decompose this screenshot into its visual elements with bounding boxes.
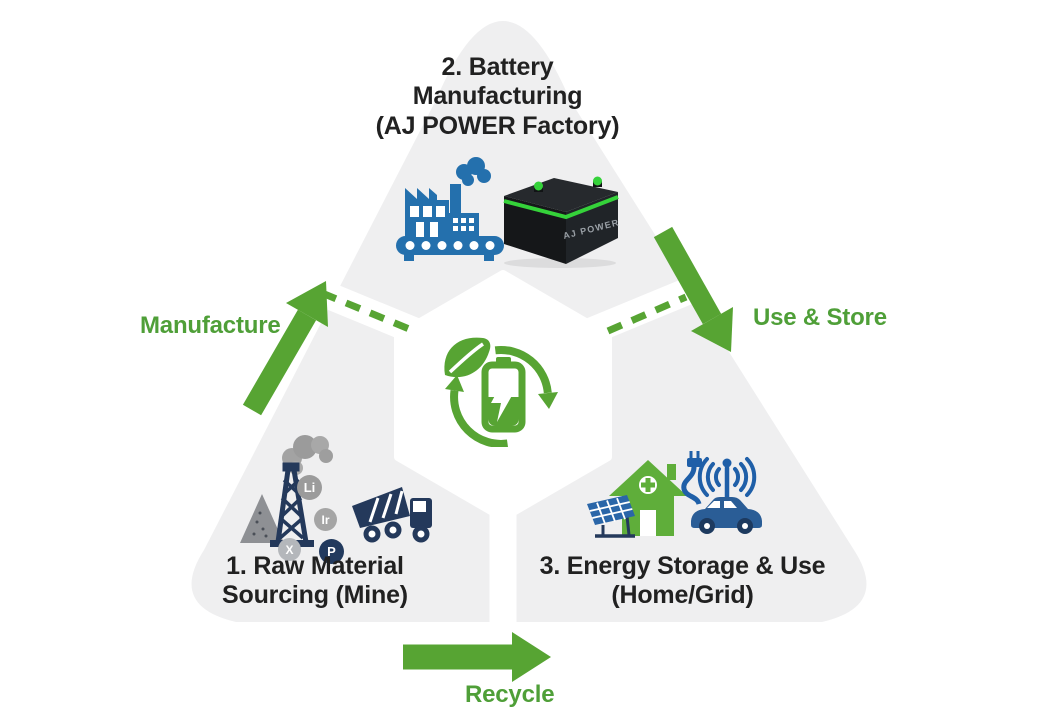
stage-label-raw-material: 1. Raw Material Sourcing (Mine) xyxy=(222,552,408,610)
stage-label-energy-storage: 3. Energy Storage & Use (Home/Grid) xyxy=(539,552,826,610)
ore-pile-icon xyxy=(240,494,284,543)
house-icon xyxy=(609,460,687,536)
dump-truck-icon xyxy=(352,487,432,543)
element-chip-p: P xyxy=(319,539,344,564)
element-chip-x: X xyxy=(278,538,301,561)
manufacture-arrow xyxy=(242,281,328,416)
solar-panel-icon xyxy=(587,495,635,538)
dashed-connectors xyxy=(320,289,688,335)
battery-product: AJ POWER xyxy=(503,176,620,268)
charging-plug-icon xyxy=(681,451,702,505)
arrow-label-use-store: Use & Store xyxy=(753,304,887,331)
stage-label-battery-manufacturing: 2. Battery Manufacturing (AJ POWER Facto… xyxy=(375,53,620,140)
arrow-label-recycle: Recycle xyxy=(465,681,555,708)
recycle-arrowheads xyxy=(445,375,558,409)
car-icon xyxy=(691,497,762,534)
dashed-line-right xyxy=(606,293,688,335)
antenna-icon xyxy=(697,457,757,501)
energy-scene xyxy=(587,451,762,538)
recycle-arrows-icon xyxy=(450,345,552,447)
use-store-arrow xyxy=(653,226,733,352)
element-chip-li: Li xyxy=(297,475,322,500)
dashed-line-left xyxy=(320,289,416,335)
recycle-battery-icon xyxy=(444,337,558,447)
recycle-arrow xyxy=(403,632,551,682)
battery-charge-icon xyxy=(481,357,526,433)
factory-icon xyxy=(396,157,504,261)
leaf-icon xyxy=(444,337,491,378)
battery-green-stripe xyxy=(503,195,619,220)
mine-scene xyxy=(240,435,432,547)
element-chip-ir: Ir xyxy=(314,508,337,531)
arrow-label-manufacture: Manufacture xyxy=(140,312,281,339)
